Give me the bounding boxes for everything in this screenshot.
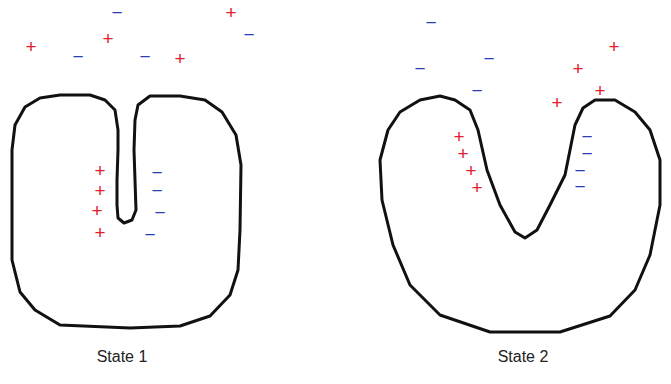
charge-sign: + [94,181,105,200]
charge-sign: − [425,13,436,32]
charge-sign: + [174,49,185,68]
body-outline [12,95,241,328]
charge-sign: + [594,81,605,100]
charge-sign: + [225,3,236,22]
charge-sign: + [25,37,36,56]
charge-sign: − [151,163,162,182]
charge-sign: − [139,47,150,66]
body-outline [380,96,660,332]
charge-sign: − [243,25,254,44]
charge-sign: − [151,181,162,200]
charge-sign: − [574,177,585,196]
charge-sign: − [72,47,83,66]
charge-sign: + [94,223,105,242]
charge-sign: − [471,81,482,100]
charge-sign: + [471,178,482,197]
state-label: State 2 [498,349,549,365]
charge-sign: + [551,93,562,112]
charge-sign: − [154,203,165,222]
charge-sign: + [94,161,105,180]
charge-sign: − [414,59,425,78]
charge-sign: + [572,59,583,78]
charge-sign: + [91,201,102,220]
charge-sign: + [608,37,619,56]
charge-sign: − [111,3,122,22]
charge-sign: − [483,49,494,68]
state-label: State 1 [97,349,148,365]
charge-sign: − [144,225,155,244]
charge-sign: + [102,29,113,48]
